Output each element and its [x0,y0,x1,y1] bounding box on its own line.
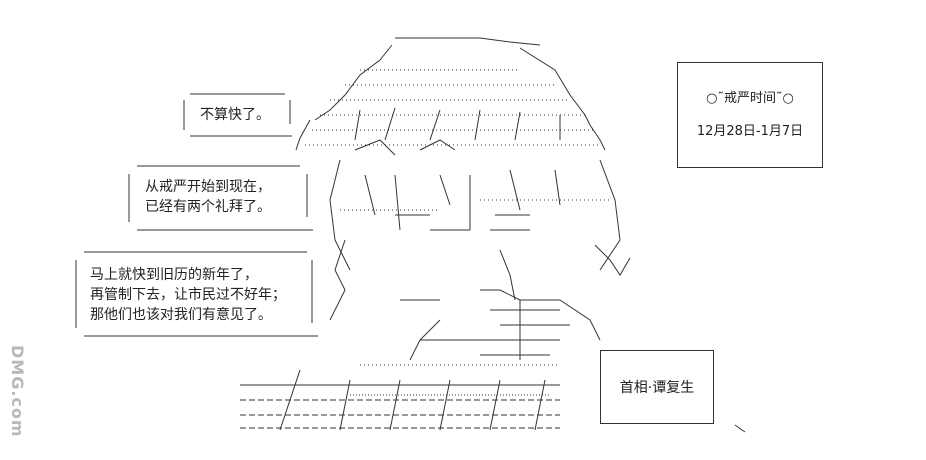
bubble-line: 马上就快到旧历的新年了， [90,267,258,283]
speech-bubble-2: 从戒严开始到现在， 已经有两个礼拜了。 [125,162,315,234]
bubble-outline [183,93,292,137]
caption-box: 首相·谭复生 [600,350,714,424]
watermark-logo: DMG.com [8,345,27,438]
bubble-line: 已经有两个礼拜了。 [145,199,271,215]
notice-dates: 12月28日-1月7日 [696,124,804,139]
bubble-line: 不算快了。 [200,107,270,123]
speech-bubble-3: 马上就快到旧历的新年了， 再管制下去，让市民过不好年； 那他们也该对我们有意见了… [72,248,320,340]
speech-bubble-1: 不算快了。 [180,90,295,140]
notice-title: ○˜戒严时间˜○ [706,91,794,106]
curfew-notice-box: ○˜戒严时间˜○ 12月28日-1月7日 [677,62,823,168]
caption-text: 首相·谭复生 [619,380,695,396]
bubble-line: 那他们也该对我们有意见了。 [90,307,272,323]
bubble-outline [128,165,313,231]
bubble-outline [75,251,318,337]
bubble-line: 从戒严开始到现在， [145,179,271,195]
bubble-line: 再管制下去，让市民过不好年； [90,287,286,303]
